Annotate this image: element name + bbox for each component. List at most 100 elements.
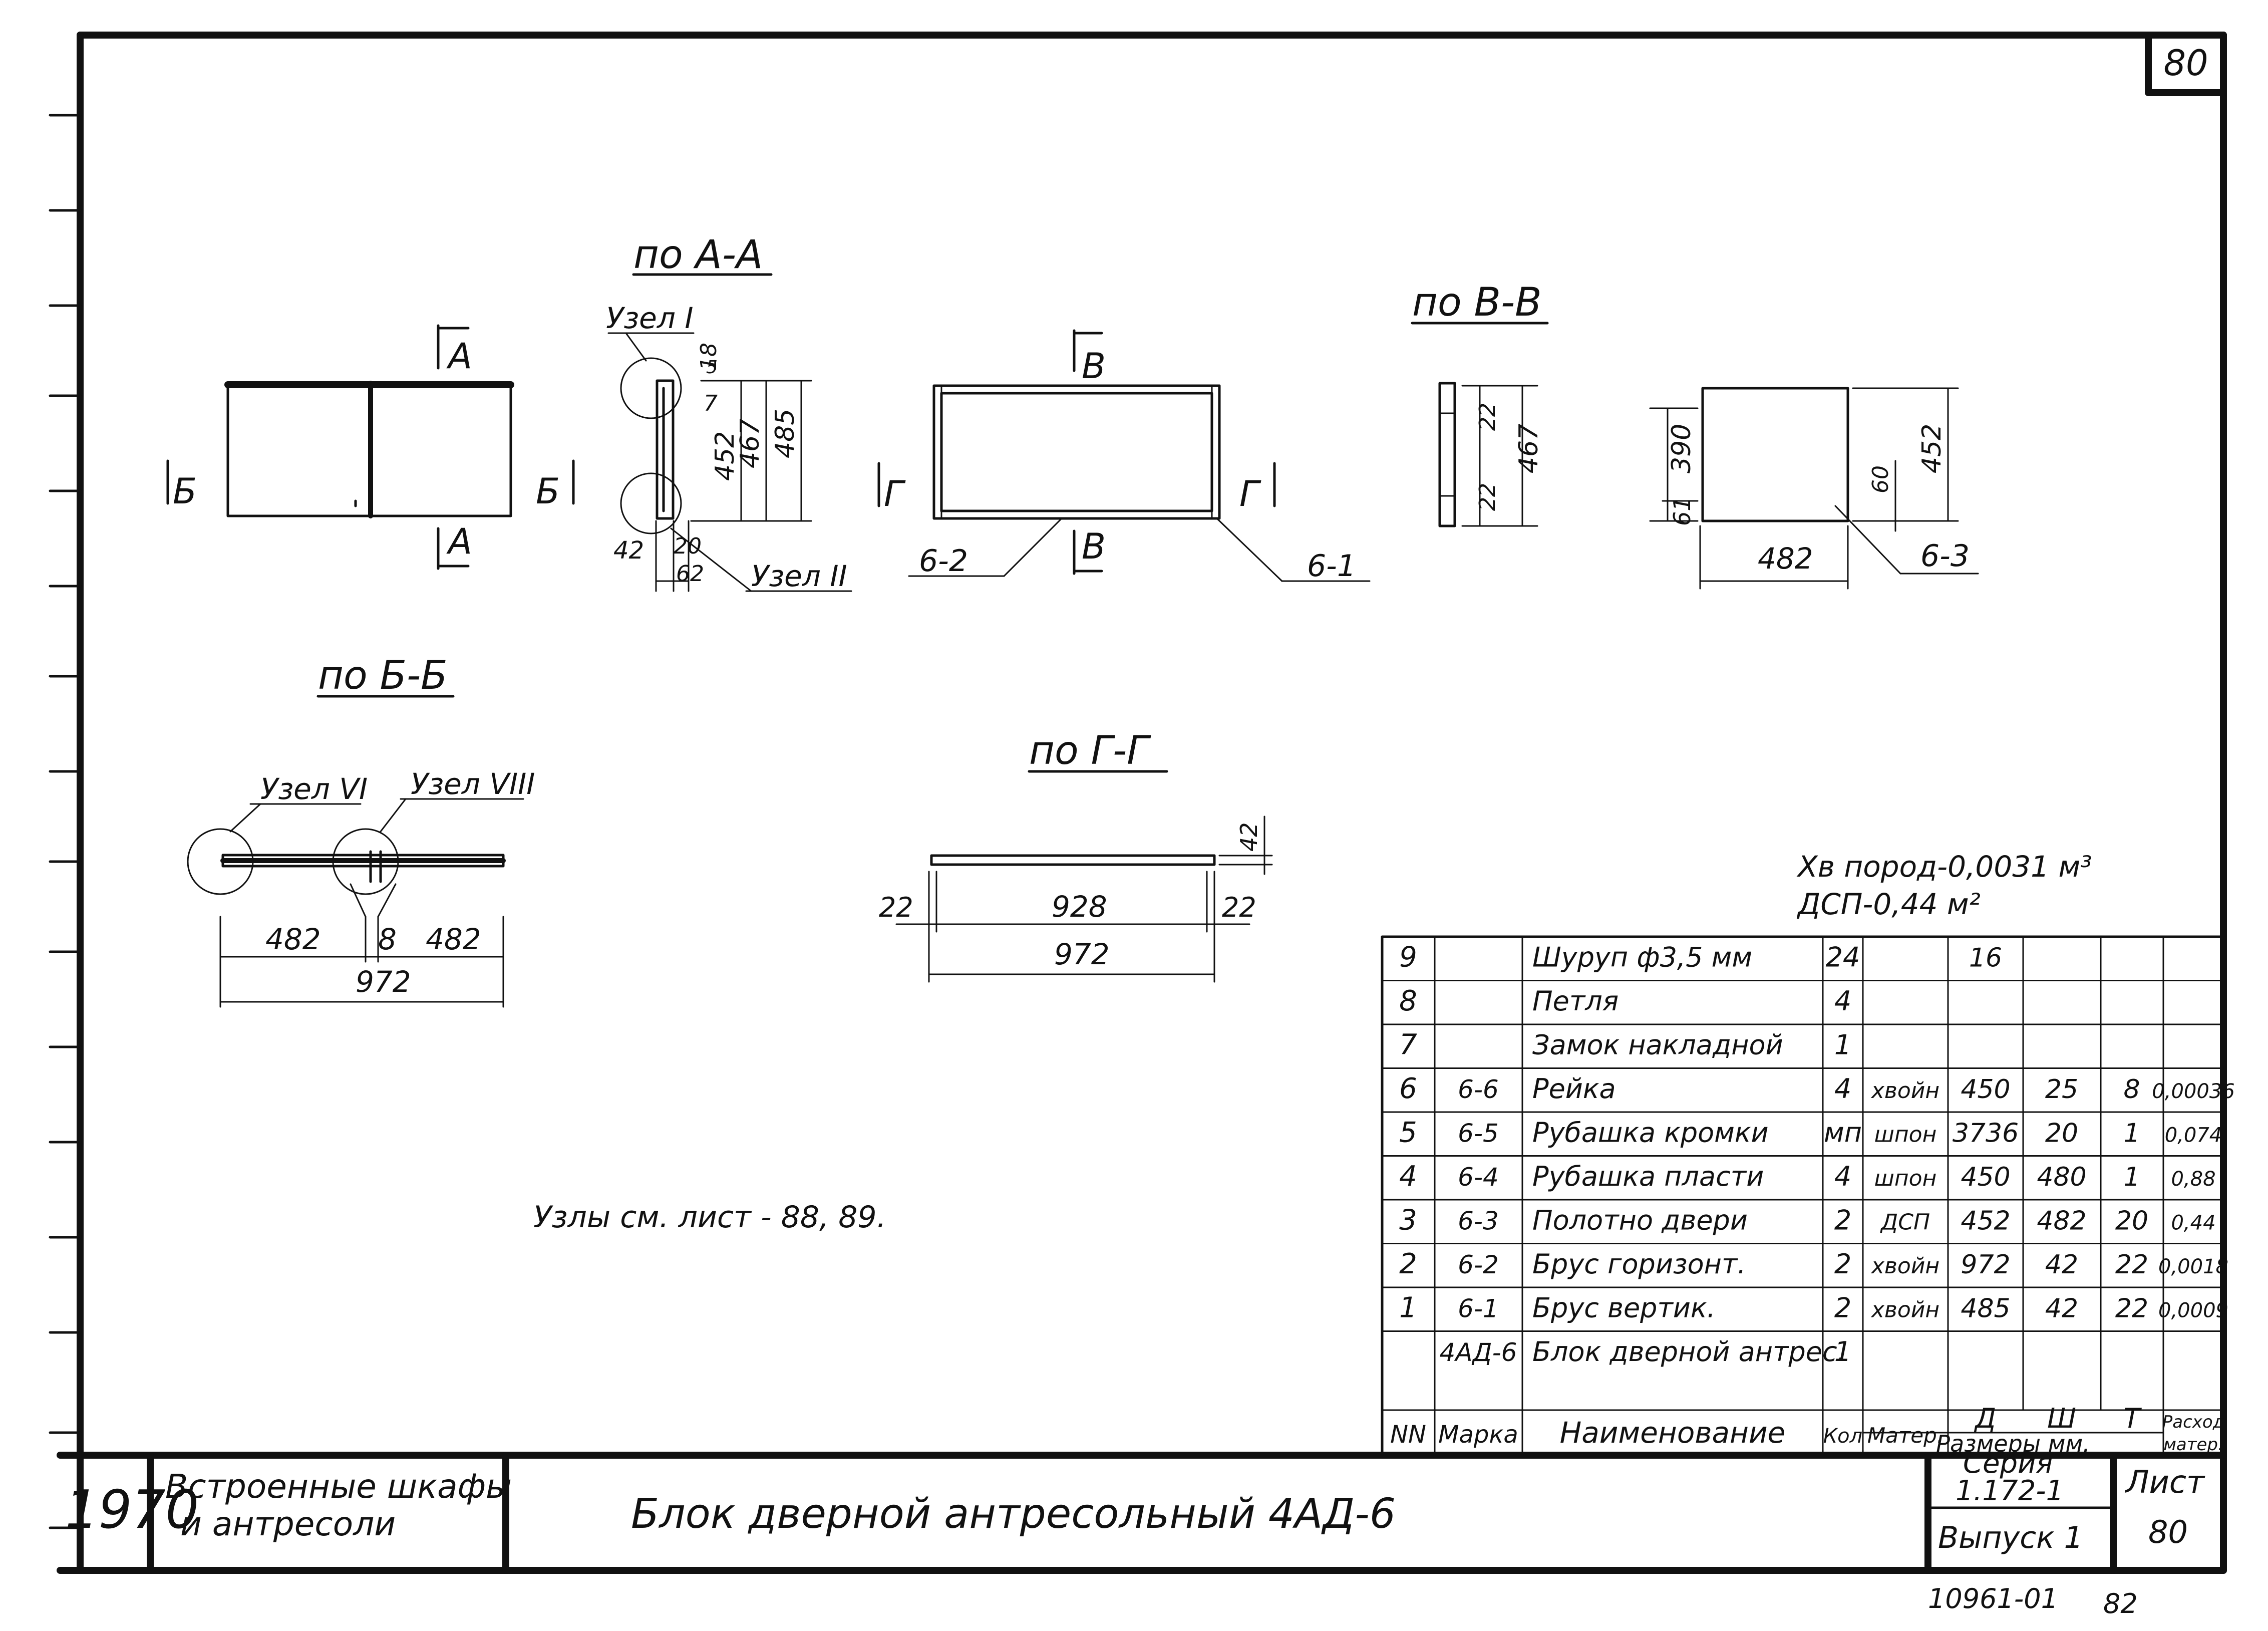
table-cell-rate: 0,44: [2171, 1212, 2215, 1235]
table-cell-mark: 6-1: [1458, 1294, 1499, 1323]
table-cell-name: Блок дверной антрес.: [1532, 1336, 1846, 1368]
table-cell-nn: 1: [1399, 1292, 1417, 1324]
table-cell-name: Брус вертик.: [1532, 1292, 1716, 1324]
part-label-6-2: 6-2: [919, 543, 968, 579]
table-cell-nn: 3: [1399, 1204, 1417, 1237]
bb-dim-8: 8: [378, 922, 397, 956]
dim-22-bottom: 22: [1475, 483, 1500, 511]
section-mark-v-top: В: [1082, 346, 1106, 387]
table-cell-qty: 2: [1834, 1205, 1851, 1236]
part-label-6-1: 6-1: [1307, 549, 1356, 584]
view-title-bb: по Б-Б: [318, 653, 448, 698]
section-mark-a-top: А: [446, 336, 472, 377]
category-line-1: Встроенные шкафы: [165, 1467, 512, 1506]
material-summary-line-1: Хв пород-0,0031 м³: [1796, 850, 2092, 884]
table-cell-mark: 6-6: [1458, 1075, 1499, 1104]
table-cell-t: 1: [2123, 1162, 2140, 1192]
node-6-label: Узел VI: [260, 772, 368, 806]
dim-61: 61: [1669, 496, 1696, 526]
table-cell-mat: шпон: [1874, 1166, 1937, 1191]
table-cell-mat: хвойн: [1870, 1078, 1939, 1104]
section-mark-a-bottom: А: [446, 521, 472, 562]
view-title-aa: по А-А: [633, 232, 763, 278]
table-cell-w: 482: [2037, 1206, 2086, 1236]
section-bb: по Б-Б Узел VI Узел VIII 482 8 482 972: [187, 653, 535, 1008]
dim-7: 7: [704, 391, 718, 416]
table-cell-nn: 7: [1399, 1029, 1417, 1061]
category-line-2: и антресоли: [180, 1505, 396, 1543]
table-cell-d: 450: [1961, 1162, 2010, 1192]
table-cell-nn: 9: [1399, 941, 1417, 974]
table-cell-name: Рубашка кромки: [1532, 1117, 1769, 1149]
dim-452: 452: [710, 431, 740, 481]
table-cell-name: Замок накладной: [1532, 1029, 1783, 1061]
bb-dim-482-left: 482: [265, 922, 321, 956]
table-cell-mark: 6-5: [1458, 1119, 1499, 1148]
dim-42: 42: [613, 536, 644, 565]
table-cell-name: Брус горизонт.: [1532, 1248, 1746, 1280]
dim-18: 18: [696, 343, 722, 371]
table-cell-nn: 5: [1399, 1117, 1417, 1149]
table-cell-qty: 24: [1826, 942, 1860, 973]
table-cell-qty: 4: [1834, 1161, 1851, 1192]
node-1-label: Узел I: [606, 301, 693, 335]
archive-number: 10961-01: [1928, 1583, 2058, 1614]
table-cell-mark: 6-3: [1458, 1207, 1499, 1236]
table-cell-mat: шпон: [1874, 1122, 1937, 1148]
view-title-vv: по В-В: [1412, 280, 1542, 325]
table-cell-rate: 0,0018: [2158, 1255, 2228, 1278]
sheet-value: 80: [2148, 1514, 2188, 1550]
table-cell-d: 3736: [1953, 1119, 2019, 1149]
table-cell-name: Полотно двери: [1532, 1205, 1748, 1236]
series-label: Серия: [1963, 1447, 2053, 1480]
table-header-w: Ш: [2047, 1403, 2076, 1434]
table-header-name: Наименование: [1560, 1416, 1786, 1450]
material-summary-line-2: ДСП-0,44 м²: [1796, 887, 1981, 921]
table-header-qty: Кол: [1823, 1425, 1862, 1448]
dim-485: 485: [770, 409, 800, 458]
section-mark-b-right: Б: [536, 471, 560, 512]
table-cell-w: 20: [2045, 1119, 2078, 1149]
table-cell-mat: ДСП: [1880, 1210, 1930, 1235]
table-cell-rate: 0,88: [2171, 1168, 2215, 1191]
dim-22-top: 22: [1475, 403, 1500, 431]
series-value: 1.172-1: [1956, 1475, 2064, 1507]
table-header-mark: Марка: [1438, 1421, 1518, 1449]
table-cell-mat: хвойн: [1870, 1297, 1939, 1323]
view-title-gg: по Г-Г: [1029, 728, 1151, 773]
table-cell-t: 22: [2115, 1294, 2148, 1324]
table-cell-nn: 4: [1399, 1160, 1417, 1193]
table-header-rate2: матер.: [2163, 1435, 2223, 1455]
sheet-frame: [49, 32, 2227, 1574]
table-cell-rate: 0,074: [2165, 1124, 2222, 1147]
table-cell-t: 20: [2115, 1206, 2148, 1236]
table-cell-mark: 6-2: [1458, 1250, 1499, 1279]
table-cell-mark: 6-4: [1458, 1163, 1499, 1192]
table-cell-mat: хвойн: [1870, 1253, 1939, 1279]
node-2-label: Узел II: [751, 559, 847, 593]
table-cell-w: 42: [2045, 1294, 2078, 1324]
bb-dim-482-right: 482: [426, 922, 481, 956]
sheet-number-box: 80: [2145, 32, 2227, 96]
dim-60: 60: [1868, 465, 1893, 493]
panel-6-3: 61 390 452 60 482 6-3: [1649, 387, 1979, 590]
table-cell-qty: 1: [1834, 1336, 1851, 1368]
table-cell-qty: 4: [1834, 985, 1851, 1017]
table-header-nn: NN: [1390, 1421, 1426, 1449]
issue: Выпуск 1: [1938, 1520, 2083, 1555]
section-vv: по В-В 22 22 467: [1411, 280, 1549, 527]
table-cell-w: 480: [2037, 1162, 2086, 1192]
table-cell-qty: 2: [1834, 1292, 1851, 1324]
table-cell-t: 8: [2123, 1074, 2140, 1105]
part-label-6-3: 6-3: [1920, 538, 1970, 574]
dim-452-panel: 452: [1917, 424, 1947, 473]
gg-dim-22-right: 22: [1222, 892, 1256, 923]
node-8-label: Узел VIII: [411, 767, 535, 801]
table-header-mat: Матер.: [1867, 1423, 1943, 1448]
bb-dim-972: 972: [356, 965, 411, 999]
table-cell-name: Рейка: [1532, 1073, 1616, 1105]
frame-view: В В Г Г 6-2 6-1: [877, 329, 1371, 584]
section-mark-b-left: Б: [173, 471, 197, 512]
year: 1970: [65, 1479, 199, 1540]
